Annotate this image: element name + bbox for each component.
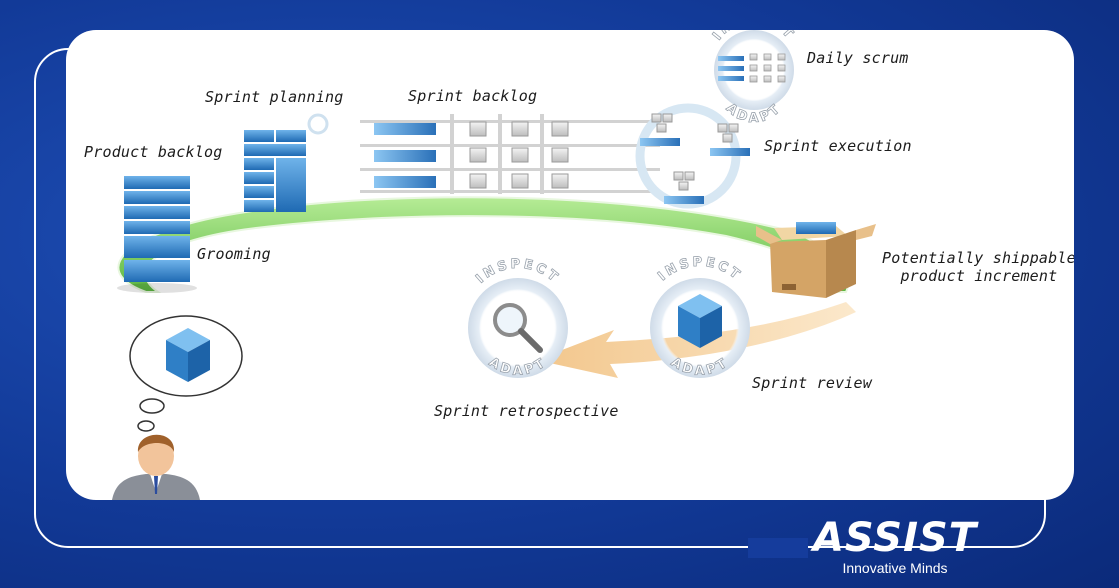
label-grooming: Grooming — [197, 245, 271, 263]
logo-tagline: Innovative Minds — [800, 560, 990, 576]
label-sprint-review: Sprint review — [752, 374, 872, 392]
sprint-planning-block — [244, 115, 327, 212]
label-increment: Potentially shippable product increment — [882, 249, 1074, 285]
diagram-card: INSPECT ADAPT INSPECT ADAPT IN — [66, 30, 1074, 500]
daily-scrum-ring: INSPECT ADAPT — [710, 30, 797, 126]
label-increment-line1: Potentially shippable — [882, 249, 1074, 267]
label-sprint-backlog: Sprint backlog — [408, 87, 537, 105]
label-daily-scrum: Daily scrum — [807, 49, 909, 67]
sprint-backlog-grid — [360, 114, 660, 194]
sprint-execution-loop — [640, 108, 750, 204]
logo-wordmark: ASSIST — [800, 516, 990, 560]
label-sprint-planning: Sprint planning — [205, 88, 343, 106]
product-owner — [112, 316, 242, 500]
label-sprint-execution: Sprint execution — [764, 137, 912, 155]
assist-logo: ASSIST Innovative Minds — [800, 516, 990, 580]
label-sprint-retrospective: Sprint retrospective — [434, 402, 619, 420]
frame-gap — [748, 538, 808, 558]
label-increment-line2: product increment — [882, 267, 1074, 285]
label-product-backlog: Product backlog — [84, 143, 222, 161]
retrospective-ring: INSPECT ADAPT — [468, 257, 568, 379]
sprint-review-ring: INSPECT ADAPT — [650, 255, 750, 379]
